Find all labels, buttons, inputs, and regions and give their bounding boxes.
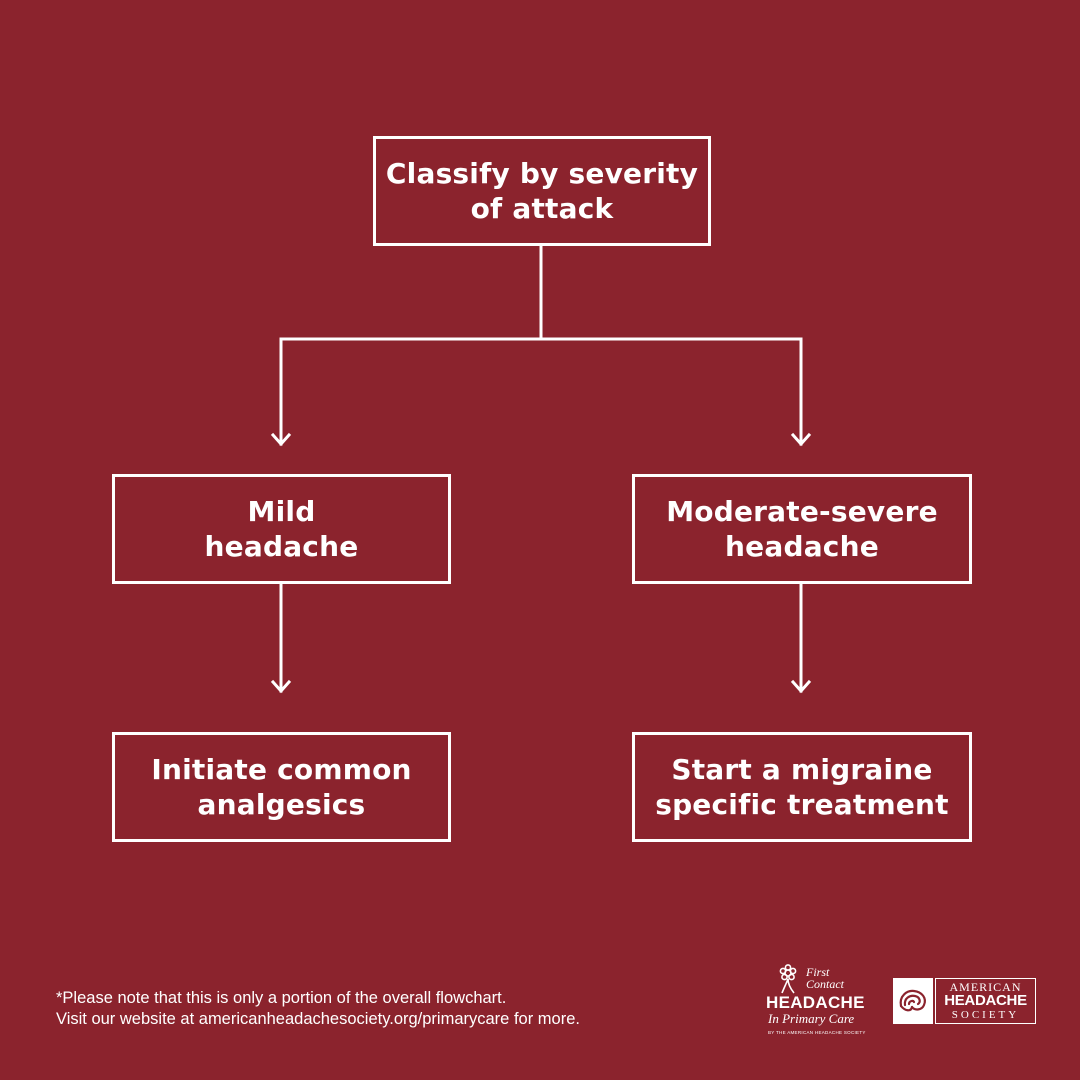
footnote: *Please note that this is only a portion… [56,988,580,1030]
node-mild-headache: Mild headache [112,474,451,584]
arrowhead-classify-mild [270,432,292,447]
node-label: Classify by severity of attack [385,157,699,225]
footnote-line-1: *Please note that this is only a portion… [56,989,507,1007]
logo-contact-text: Contact [806,977,844,991]
node-label: Mild headache [204,495,359,563]
ahs-wordmark: AMERICAN HEADACHE SOCIETY [935,978,1036,1024]
american-headache-society-logo: AMERICAN HEADACHE SOCIETY [893,978,1036,1024]
node-start-migraine-treatment: Start a migraine specific treatment [632,732,972,842]
logo-byline-text: BY THE AMERICAN HEADACHE SOCIETY [768,1030,866,1035]
ahs-headache-text: HEADACHE [944,992,1027,1009]
node-moderate-severe-headache: Moderate-severe headache [632,474,972,584]
ahs-american-text: AMERICAN [949,980,1022,994]
node-label: Moderate-severe headache [666,495,938,563]
node-label: Start a migraine specific treatment [655,753,949,821]
ahs-society-text: SOCIETY [951,1009,1020,1021]
brain-icon [899,989,926,1012]
flower-emblem-icon [779,964,797,994]
ahs-mark [893,978,933,1024]
logo-headache-text: HEADACHE [766,993,865,1012]
logo-first-text: First [806,965,830,979]
arrowhead-classify-moderate [790,432,812,447]
node-initiate-common-analgesics: Initiate common analgesics [112,732,451,842]
arrowhead-moderate-migraine [790,679,812,694]
footnote-line-2: Visit our website at americanheadachesoc… [56,1010,580,1028]
first-contact-logo: First Contact HEADACHE In Primary Care B… [752,962,878,1042]
arrowhead-mild-analgesics [270,679,292,694]
node-classify-by-severity: Classify by severity of attack [373,136,711,246]
logo-primary-care-text: In Primary Care [768,1011,855,1026]
node-label: Initiate common analgesics [151,753,412,821]
